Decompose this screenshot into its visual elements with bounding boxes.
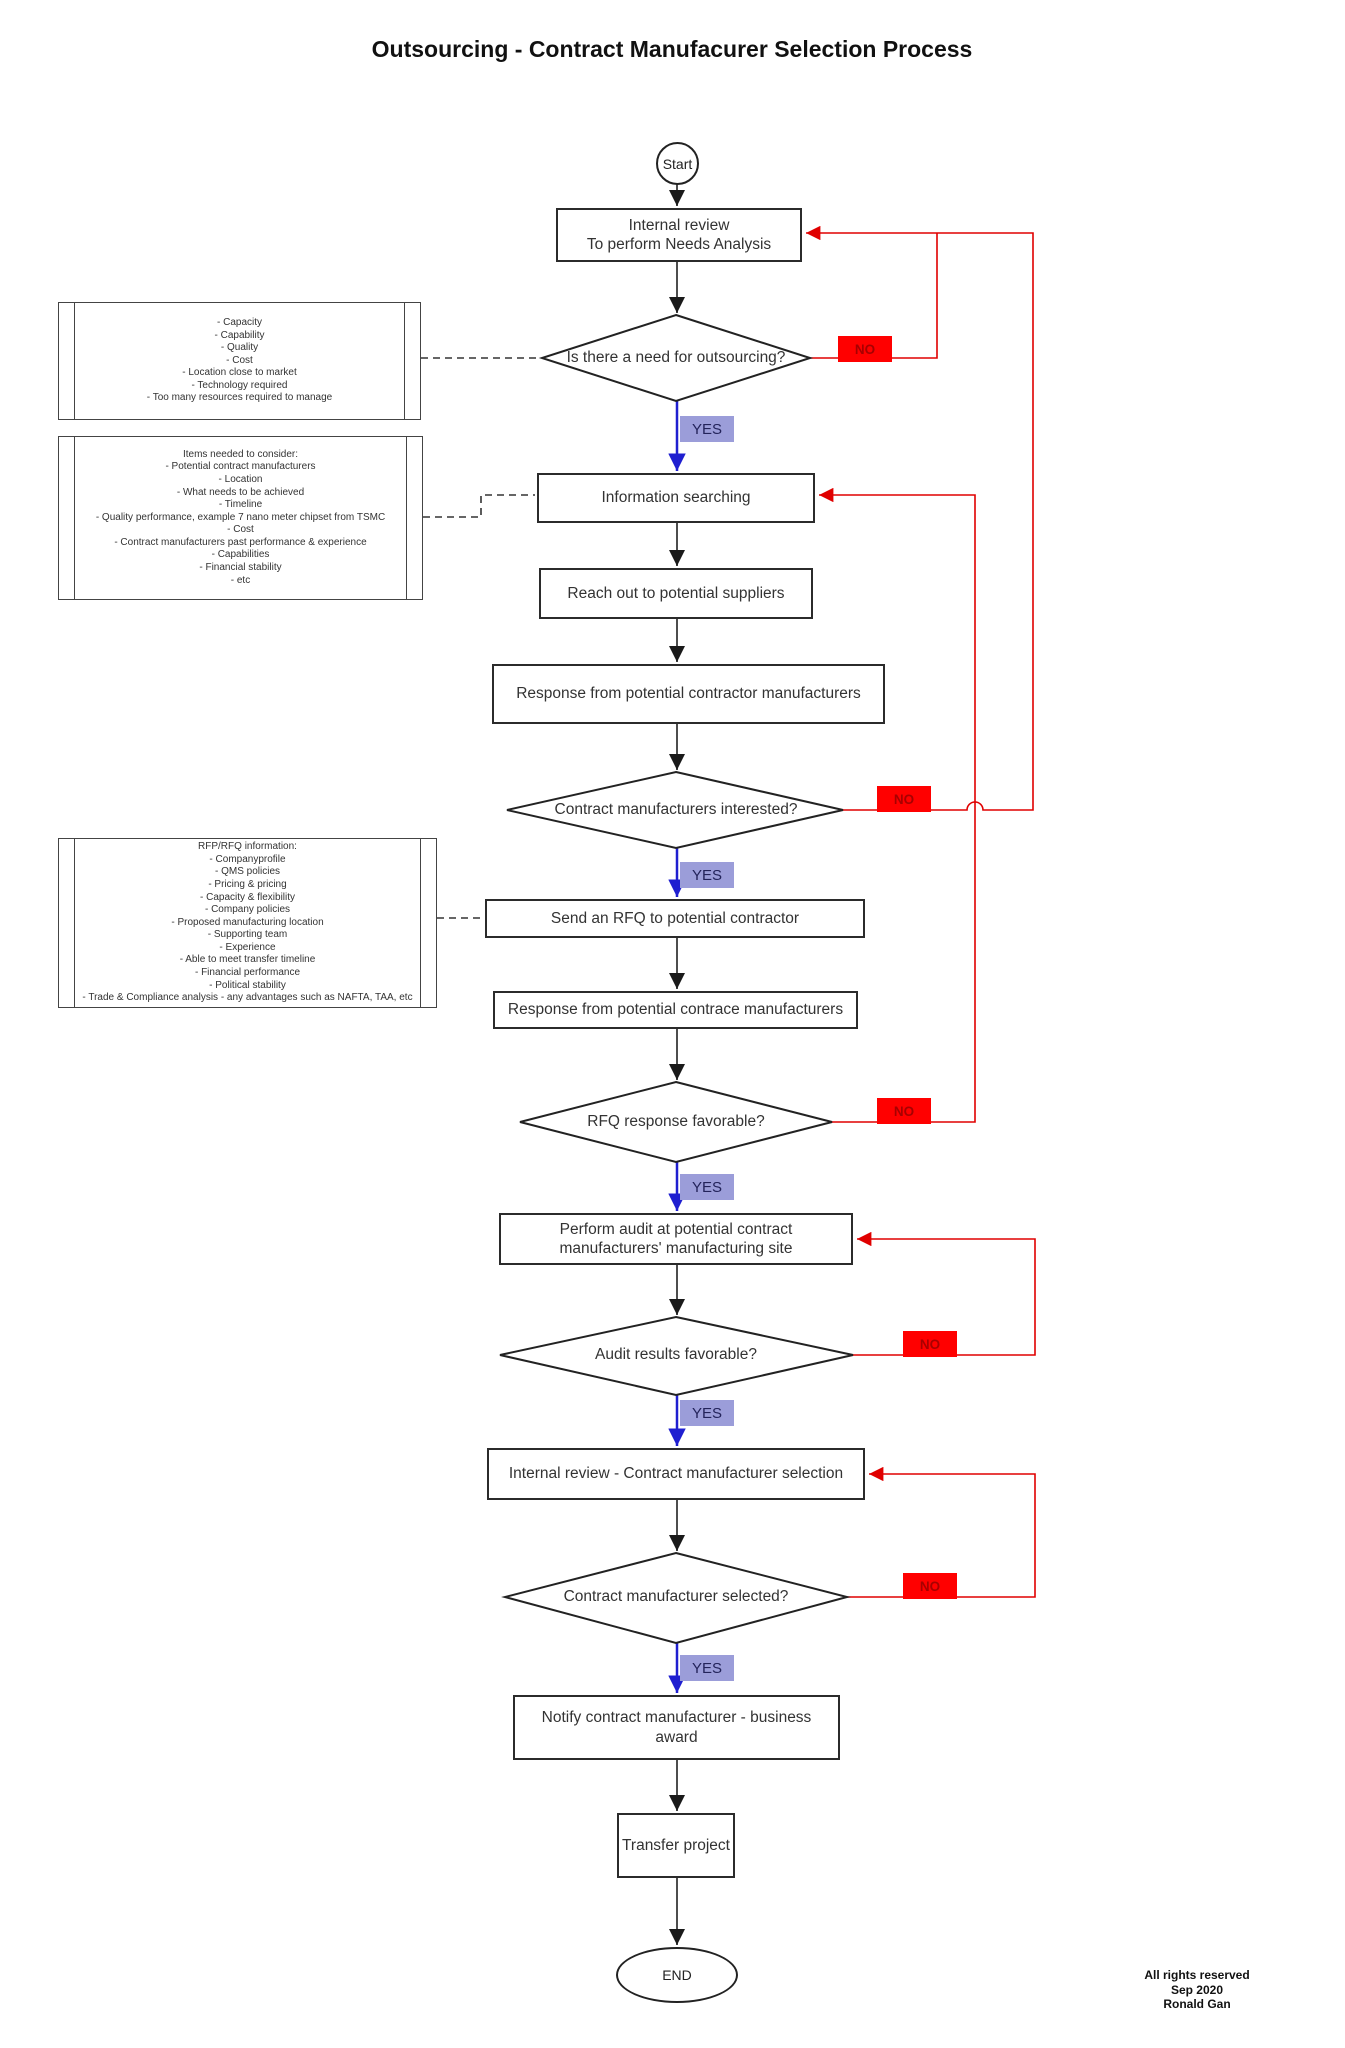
note-text: - Capacity - Capability - Quality - Cost…	[146, 316, 333, 404]
process-reach-out: Reach out to potential suppliers	[539, 568, 813, 619]
process-send-rfq: Send an RFQ to potential contractor	[485, 899, 865, 938]
process-response-contractor: Response from potential contractor manuf…	[492, 664, 885, 724]
decision3-diamond	[519, 1080, 833, 1164]
no-label: NO	[903, 1573, 957, 1599]
yes-label: YES	[680, 1655, 734, 1681]
no-label: NO	[838, 336, 892, 362]
note-items-to-consider: Items needed to consider: - Potential co…	[58, 436, 423, 600]
end-label: END	[662, 1967, 692, 1983]
note-needs-analysis-criteria: - Capacity - Capability - Quality - Cost…	[58, 302, 421, 420]
process-perform-audit: Perform audit at potential contract manu…	[499, 1213, 853, 1265]
start-label: Start	[662, 155, 693, 172]
yes-label: YES	[680, 1174, 734, 1200]
note-text: RFP/RFQ information: - Companyprofile - …	[82, 841, 413, 1004]
process-internal-review-needs: Internal review To perform Needs Analysi…	[556, 208, 802, 262]
process-information-searching: Information searching	[537, 473, 815, 523]
decision4-label: Audit results favorable?	[595, 1346, 757, 1363]
no-label: NO	[877, 786, 931, 812]
process-response-contrace: Response from potential contrace manufac…	[493, 991, 858, 1029]
no-label: NO	[903, 1331, 957, 1357]
process-internal-review-selection: Internal review - Contract manufacturer …	[487, 1448, 865, 1500]
note-divider	[74, 303, 75, 419]
diagram-title: Outsourcing - Contract Manufacurer Selec…	[371, 36, 973, 62]
note-connectors	[421, 357, 540, 919]
decision5-diamond	[501, 1551, 851, 1645]
decision1-label: Is there a need for outsourcing?	[566, 349, 786, 366]
no-line-decision2-to-internal-review	[806, 225, 1034, 811]
note-divider	[420, 839, 421, 1007]
yes-label: YES	[680, 1400, 734, 1426]
note-divider	[74, 839, 75, 1007]
yes-label: YES	[680, 862, 734, 888]
no-label: NO	[877, 1098, 931, 1124]
start-terminator: Start	[656, 142, 699, 185]
decision1-diamond	[538, 313, 814, 403]
decision2-diamond	[506, 770, 844, 850]
decision4-diamond	[499, 1315, 854, 1397]
end-terminator: END	[616, 1947, 738, 2003]
process-transfer-project: Transfer project	[617, 1813, 735, 1878]
credits: All rights reserved Sep 2020 Ronald Gan	[1144, 1968, 1250, 2012]
process-notify-award: Notify contract manufacturer - business …	[513, 1695, 840, 1760]
yes-label: YES	[680, 416, 734, 442]
decision-shapes	[499, 313, 854, 1645]
note-divider	[406, 437, 407, 599]
decision2-label: Contract manufacturers interested?	[554, 801, 798, 818]
note2-connector	[423, 494, 535, 518]
decision3-label: RFQ response favorable?	[587, 1113, 765, 1130]
note-rfp-rfq-information: RFP/RFQ information: - Companyprofile - …	[58, 838, 437, 1008]
note-text: Items needed to consider: - Potential co…	[95, 448, 386, 586]
note-divider	[404, 303, 405, 419]
decision5-label: Contract manufacturer selected?	[563, 1588, 789, 1605]
note-divider	[74, 437, 75, 599]
